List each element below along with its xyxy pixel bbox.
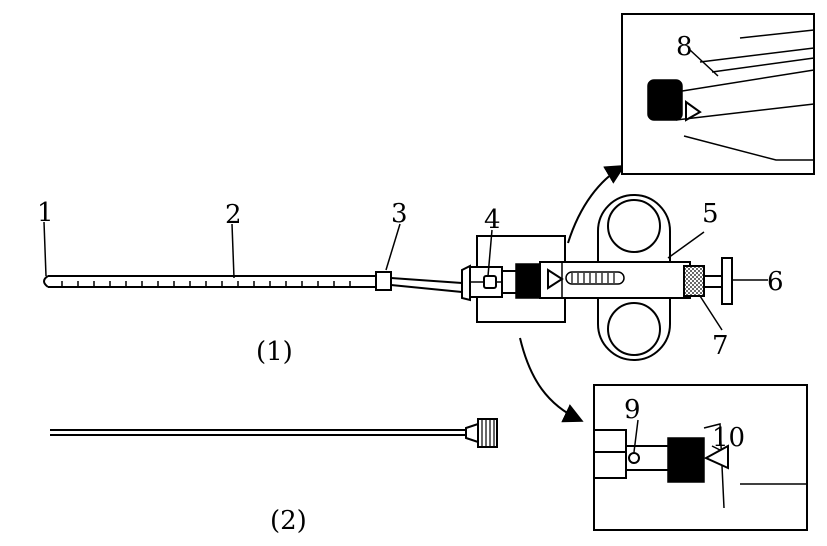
arrow-to-detail-bottom — [519, 337, 584, 423]
plunger — [704, 257, 733, 305]
depth-stopper — [375, 271, 392, 291]
needle-hub — [469, 263, 543, 299]
label-view-1: (1) — [256, 337, 293, 367]
black-collar-detail-2 — [667, 437, 705, 483]
label-part-3: 3 — [391, 199, 408, 229]
plunger-cap — [721, 257, 733, 305]
hub-tip — [461, 264, 471, 302]
arrow-to-detail-top — [567, 164, 626, 244]
stylet — [50, 418, 498, 448]
detail-inset-bottom — [593, 384, 808, 531]
label-part-1: 1 — [37, 198, 54, 228]
needle-tip — [43, 275, 49, 288]
label-view-2: (2) — [270, 506, 307, 536]
black-collar-detail — [647, 79, 683, 121]
spring-section — [683, 265, 705, 297]
needle-assembly — [43, 164, 733, 423]
triangle-marker — [547, 268, 564, 290]
label-part-2: 2 — [225, 200, 242, 230]
stylet-knob — [477, 418, 498, 448]
label-part-8: 8 — [676, 32, 693, 62]
leader-lines — [43, 49, 768, 453]
label-part-5: 5 — [702, 199, 719, 229]
barrel-slot — [565, 271, 625, 285]
shaft-extension — [390, 277, 463, 284]
triangle-marker-detail — [685, 100, 702, 122]
label-part-7: 7 — [712, 331, 729, 361]
finger-ring-bottom — [607, 302, 661, 356]
label-part-10: 10 — [712, 423, 745, 453]
label-part-4: 4 — [484, 205, 501, 235]
triangle-marker-detail-2 — [703, 444, 729, 470]
finger-ring-top — [607, 199, 661, 253]
black-collar — [515, 263, 543, 299]
needle-shaft — [43, 275, 376, 288]
barrel — [539, 261, 691, 299]
graduation-marks — [61, 281, 351, 287]
hub-hole — [628, 452, 640, 464]
detail-inset-top — [621, 13, 815, 175]
label-part-6: 6 — [767, 267, 784, 297]
label-part-9: 9 — [624, 395, 641, 425]
